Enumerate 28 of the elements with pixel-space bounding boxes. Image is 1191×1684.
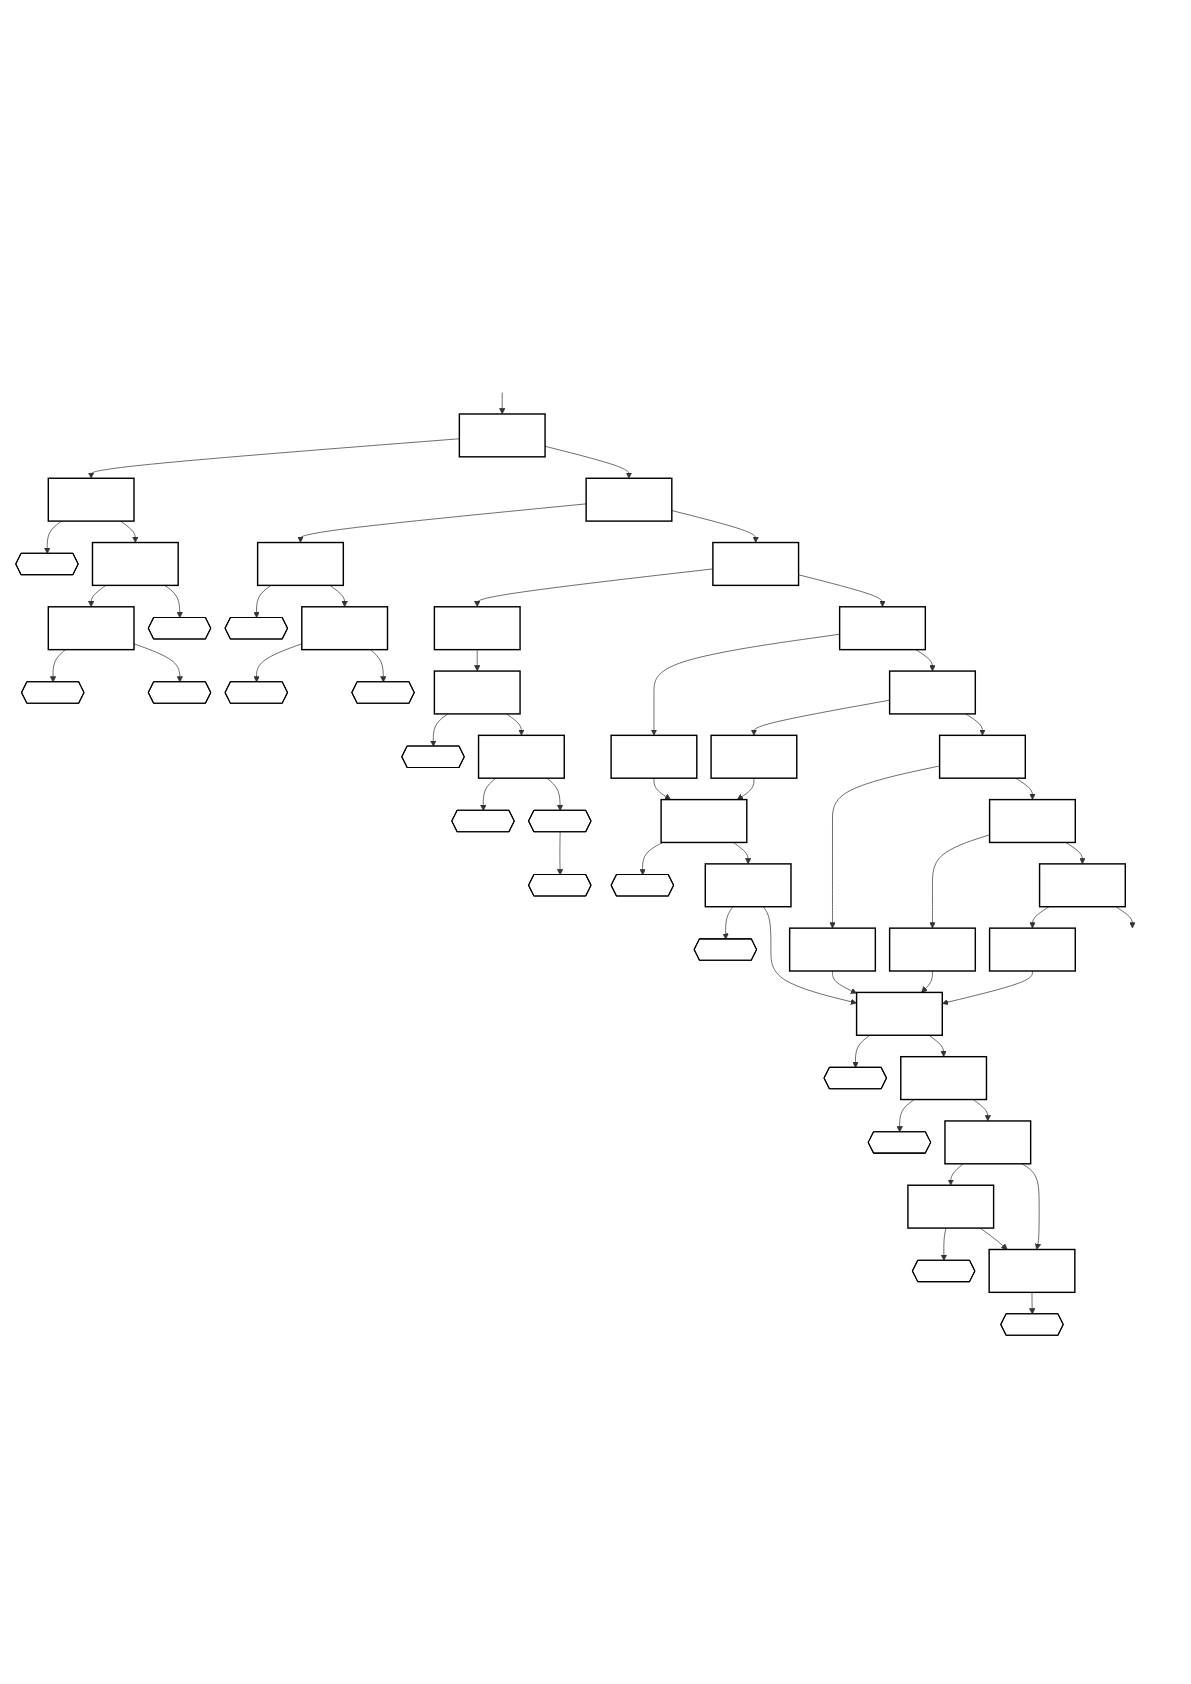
node-box	[660, 798, 748, 843]
node-box	[888, 926, 977, 972]
node-box	[585, 477, 673, 522]
node-box	[907, 1184, 995, 1229]
node-box	[458, 412, 546, 458]
node-box	[256, 541, 345, 586]
node-box	[712, 541, 800, 586]
node-box	[788, 926, 877, 972]
node-box	[710, 734, 798, 779]
node-box	[610, 734, 698, 779]
node-box	[938, 734, 1026, 779]
node-box	[900, 1055, 988, 1100]
node-box	[838, 605, 927, 650]
node-box	[855, 991, 943, 1036]
node-box	[1038, 862, 1126, 907]
node-box	[301, 605, 389, 650]
node-box	[47, 605, 135, 650]
node-box	[433, 669, 521, 715]
node-box	[988, 798, 1076, 843]
node-box	[704, 862, 792, 907]
node-box	[988, 926, 1076, 972]
node-box	[47, 477, 135, 522]
node-box	[433, 605, 521, 650]
node-box	[477, 734, 565, 779]
node-box	[988, 1248, 1076, 1293]
node-box	[888, 669, 977, 715]
node-box	[91, 541, 179, 586]
node-box	[944, 1119, 1032, 1165]
